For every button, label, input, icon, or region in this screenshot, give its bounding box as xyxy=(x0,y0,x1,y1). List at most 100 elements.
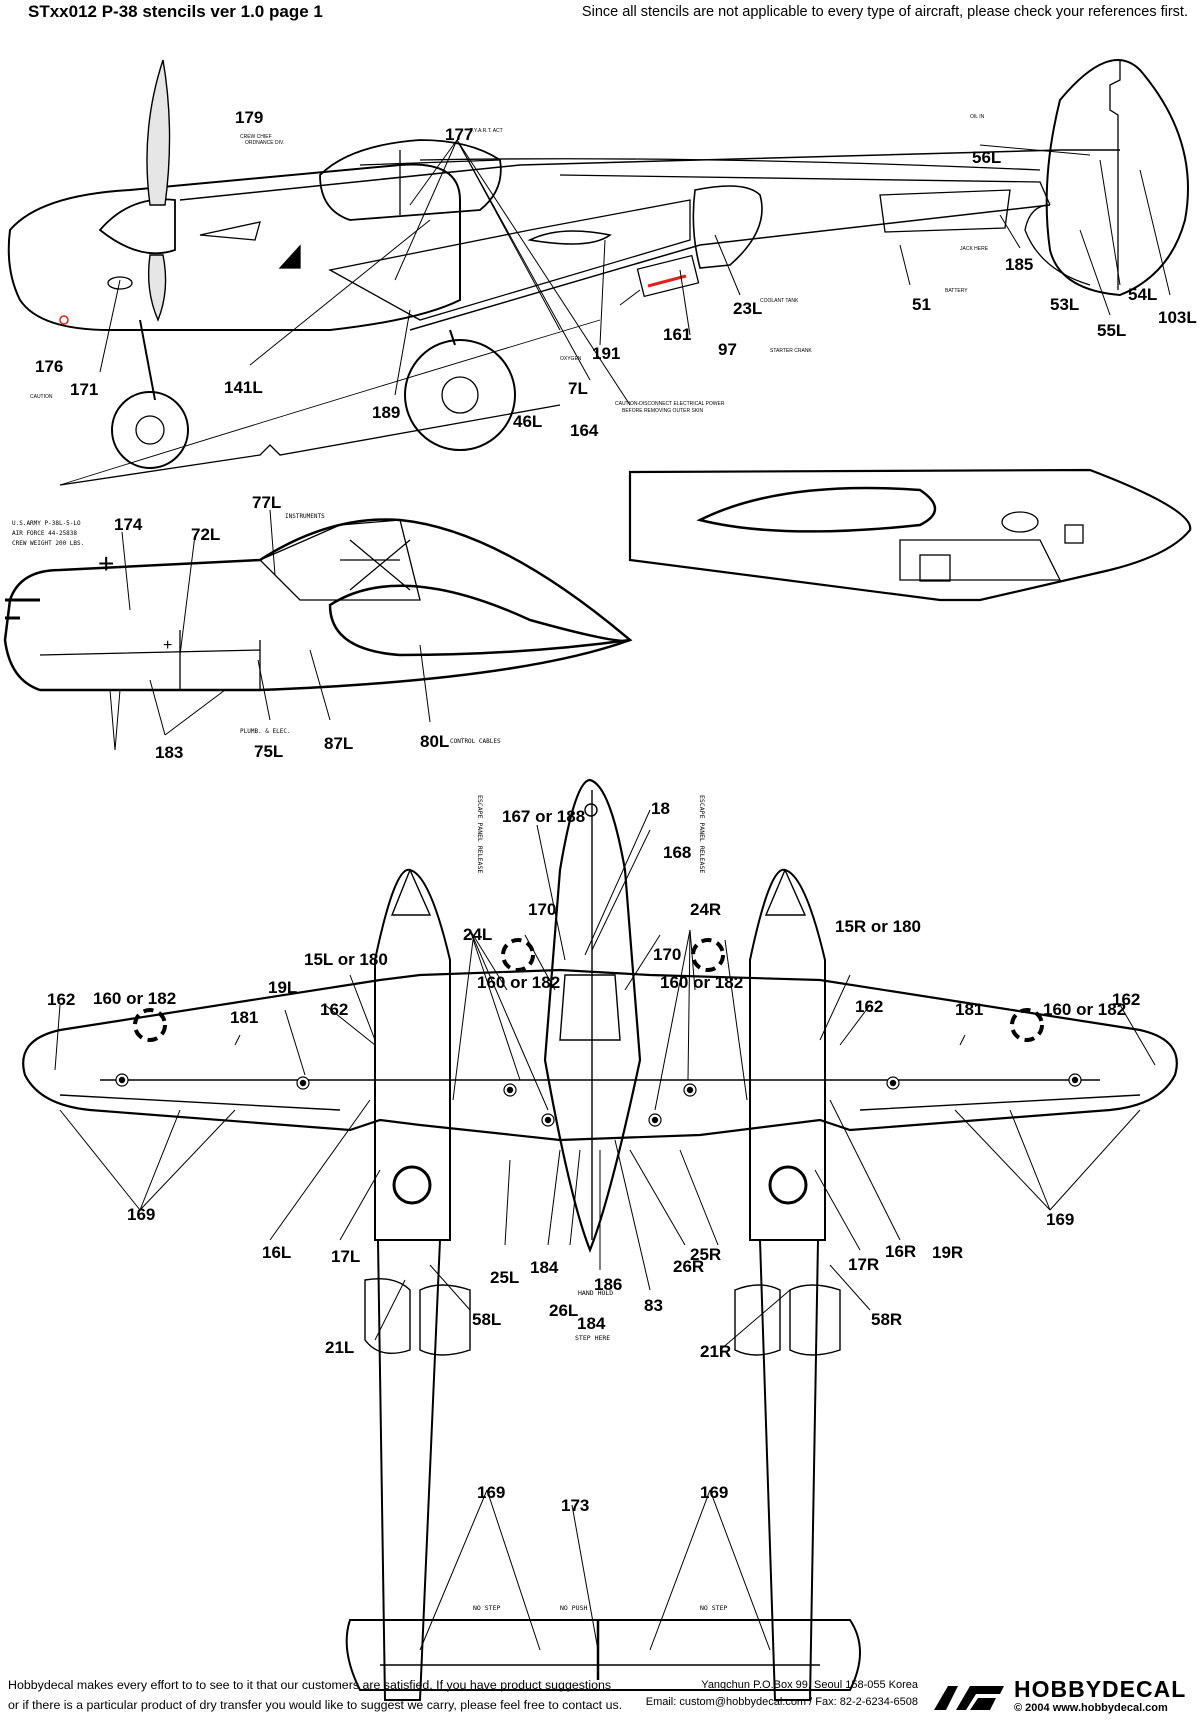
intake-fin xyxy=(278,244,301,269)
cockpit-canopy-plan xyxy=(559,974,621,1041)
plumb-label: PLUMB. & ELEC. xyxy=(240,728,291,735)
callout-17L: 17L xyxy=(331,1247,360,1266)
left-spinner xyxy=(390,868,432,916)
fuselage-panel-lines xyxy=(39,630,261,690)
callout-189: 189 xyxy=(372,403,400,422)
gondola-nose-dot xyxy=(584,803,598,817)
nose-wheel xyxy=(111,391,189,469)
callout-171: 171 xyxy=(70,380,98,399)
footer-line-1: Hobbydecal makes every effort to to see … xyxy=(8,1678,612,1692)
svg-text:OXYGEN: OXYGEN xyxy=(560,356,582,362)
callout-25L: 25L xyxy=(490,1268,519,1287)
callout-183: 183 xyxy=(155,743,183,762)
footer-line-2: or if there is a particular product of d… xyxy=(8,1698,623,1712)
footer-email-fax: Email: custom@hobbydecal.com / Fax: 82-2… xyxy=(645,1696,918,1708)
canopy-frame xyxy=(359,150,501,215)
callout-24L: 24L xyxy=(463,925,492,944)
svg-text:CREW CHIEF: CREW CHIEF xyxy=(240,134,272,140)
forward-fuselage xyxy=(3,518,633,692)
horizontal-stabilizer xyxy=(345,1619,861,1691)
callout-184a: 184 xyxy=(530,1258,559,1277)
red-arrow-161 xyxy=(647,274,687,288)
engine-nose xyxy=(7,163,461,331)
fin-lower-lobe xyxy=(1024,204,1091,286)
callout-170a: 170 xyxy=(528,900,556,919)
callout-162a: 162 xyxy=(47,990,75,1009)
callout-162c: 162 xyxy=(855,997,883,1016)
no-push-label: NO PUSH xyxy=(560,1604,587,1612)
svg-text:STARTER CRANK: STARTER CRANK xyxy=(770,348,812,354)
boom-taper xyxy=(559,174,1051,206)
canopy xyxy=(319,139,502,221)
gear-leg-detail xyxy=(109,689,121,751)
svg-text:BEFORE REMOVING OUTER SKIN: BEFORE REMOVING OUTER SKIN xyxy=(622,408,704,414)
tail-boom-upper xyxy=(179,149,1120,201)
plan-leaders xyxy=(54,809,1156,1651)
brand-name: HOBBYDECAL xyxy=(1014,1676,1187,1702)
vertical-stabilizer xyxy=(1045,59,1189,297)
wing-root xyxy=(328,199,691,321)
flap-lines xyxy=(59,1079,1141,1111)
callout-15Ror180: 15R or 180 xyxy=(835,917,921,936)
propeller-blade-top xyxy=(146,59,171,206)
callout-191: 191 xyxy=(592,344,620,363)
callout-83: 83 xyxy=(644,1296,663,1315)
callout-87L: 87L xyxy=(324,734,353,753)
callout-168: 168 xyxy=(663,843,691,862)
nose-wheel-hub xyxy=(135,415,165,445)
callout-7L: 7L xyxy=(568,379,588,398)
canopy-detail-view: + + U.S.ARMY P-38L-5-LO AIR FORCE 44-258… xyxy=(3,513,633,751)
hobbydecal-logo-icon xyxy=(934,1686,1004,1710)
rudder-hinge xyxy=(1109,60,1121,290)
nacelle-intake xyxy=(696,486,937,533)
callout-16L: 16L xyxy=(262,1243,291,1262)
callout-176: 176 xyxy=(35,357,63,376)
red-marker-176 xyxy=(59,315,69,325)
instruments-label: INSTRUMENTS xyxy=(285,513,325,520)
fuel-cap-8 xyxy=(1068,1073,1082,1087)
callout-160or182a: 160 or 182 xyxy=(93,989,176,1008)
callout-169c: 169 xyxy=(477,1483,505,1502)
cockpit-opening xyxy=(328,584,631,657)
sheet-title: STxx012 P-38 stencils ver 1.0 page 1 xyxy=(28,2,323,21)
tail-panels xyxy=(899,539,1062,581)
callout-162d: 162 xyxy=(1112,990,1140,1009)
callout-25R: 25R xyxy=(690,1245,721,1264)
left-turbo xyxy=(392,1165,432,1205)
right-radiators xyxy=(734,1284,841,1356)
spinner xyxy=(98,198,176,255)
callout-15Lor180: 15L or 180 xyxy=(304,950,388,969)
ground-line-1 xyxy=(59,404,561,486)
callout-177: 177 xyxy=(445,125,473,144)
callout-21R: 21R xyxy=(700,1342,731,1361)
central-gondola xyxy=(543,778,642,1253)
main-wheel-hub xyxy=(441,376,479,414)
references-note: Since all stencils are not applicable to… xyxy=(581,4,1188,20)
callout-169d: 169 xyxy=(700,1483,728,1502)
footer-address: Yangchun P.O.Box 99, Seoul 158-055 Korea xyxy=(701,1679,918,1691)
main-gear-strut xyxy=(449,329,456,346)
callout-160or182d: 160 or 182 xyxy=(1043,1000,1126,1019)
boom-panel xyxy=(879,189,1011,233)
callout-18: 18 xyxy=(651,799,670,818)
svg-text:CAUTION: CAUTION xyxy=(30,394,53,400)
access-hatch-2 xyxy=(1064,524,1084,544)
callout-184b: 184 xyxy=(577,1314,606,1333)
detail-leaders xyxy=(121,509,431,736)
callout-53L: 53L xyxy=(1050,295,1079,314)
callout-55L: 55L xyxy=(1097,321,1126,340)
insignia-right-inner xyxy=(691,938,725,972)
access-hatch xyxy=(919,554,951,582)
callout-75L: 75L xyxy=(254,742,283,761)
callout-51: 51 xyxy=(912,295,931,314)
escape-panel-right: ESCAPE PANEL RELEASE xyxy=(698,795,706,873)
side-leaders xyxy=(99,139,1171,406)
escape-panel-left: ESCAPE PANEL RELEASE xyxy=(476,795,484,873)
svg-text:CAUTION-DISCONNECT ELECTRICAL: CAUTION-DISCONNECT ELECTRICAL POWER xyxy=(615,401,725,407)
callout-181b: 181 xyxy=(955,1000,983,1019)
fuel-cap-6 xyxy=(683,1083,697,1097)
callout-141L: 141L xyxy=(224,378,263,397)
radiator-scoop xyxy=(107,276,133,290)
callout-160or182c: 160 or 182 xyxy=(660,973,743,992)
